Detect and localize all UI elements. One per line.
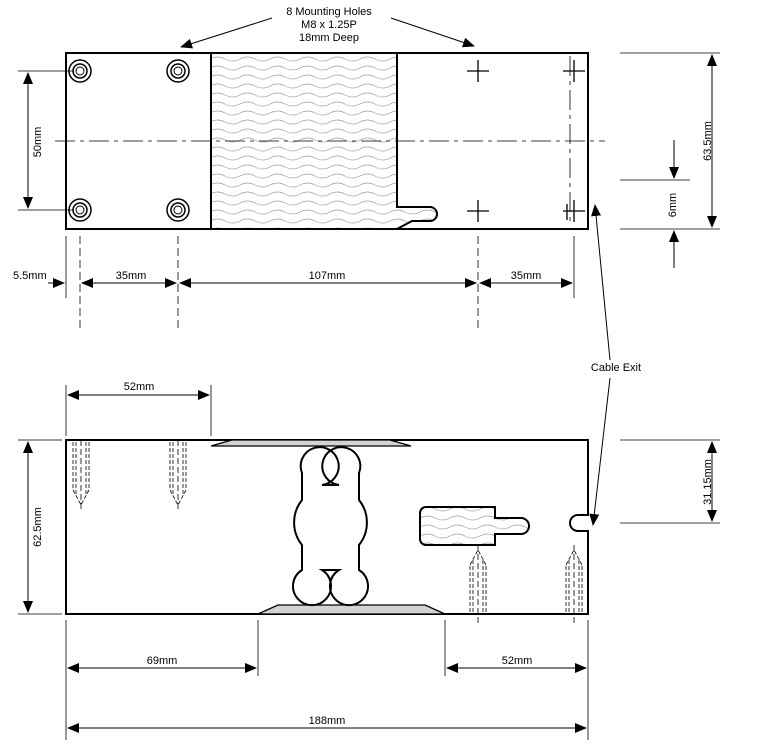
cloverleaf-cutout — [292, 446, 369, 607]
cable-exit-label: Cable Exit — [591, 362, 641, 374]
dim-offset-label: 6mm — [667, 193, 679, 217]
dim-side-height-label: 62.5mm — [32, 507, 44, 547]
hidden-hole-cross — [467, 200, 489, 222]
bottom-recess — [257, 604, 446, 615]
hidden-threaded-hole — [72, 440, 90, 512]
cable-exit-callout: Cable Exit — [589, 204, 641, 526]
dim-left-offset-label: 69mm — [147, 655, 178, 667]
dim-bottom-right-spacing-label: 52mm — [502, 655, 533, 667]
dim-top-spacing-label: 52mm — [124, 381, 155, 393]
mounting-hole — [166, 59, 190, 83]
side-view: 52mm 62.5mm 31.15mm 69mm 52mm 188mm — [18, 381, 720, 740]
hidden-hole-cross — [467, 60, 489, 82]
hidden-threaded-hole — [469, 545, 487, 624]
thread-spec-label: M8 x 1.25P — [301, 19, 357, 31]
top-recess — [210, 439, 412, 447]
dim-center-spacing-label: 107mm — [309, 270, 346, 282]
mounting-hole — [166, 198, 190, 222]
hole-depth-label: 18mm Deep — [299, 32, 359, 44]
cable-exit-leader-bottom — [589, 377, 611, 526]
dim-edge-label: 5.5mm — [13, 270, 47, 282]
mounting-holes-label: 8 Mounting Holes — [286, 6, 372, 18]
hidden-hole-cross — [563, 200, 585, 222]
callout-leader-right — [390, 17, 475, 48]
callout-leader-left — [180, 17, 273, 49]
cable-pocket — [419, 506, 530, 546]
hidden-threaded-hole — [565, 545, 583, 624]
top-view: 8 Mounting Holes M8 x 1.25P 18mm Deep 50… — [13, 6, 720, 330]
hidden-threaded-hole — [169, 440, 187, 512]
cable-exit-leader-top — [591, 204, 611, 361]
dim-right-spacing-label: 35mm — [511, 270, 542, 282]
hidden-hole-cross — [563, 60, 585, 82]
dim-height-label: 50mm — [32, 127, 44, 158]
dim-left-spacing-label: 35mm — [116, 270, 147, 282]
dim-overall-height-label: 63.5mm — [702, 121, 714, 161]
dim-overall-length-label: 188mm — [309, 715, 346, 727]
dim-cable-height-label: 31.15mm — [702, 459, 714, 505]
strain-gauge-area — [210, 52, 438, 230]
